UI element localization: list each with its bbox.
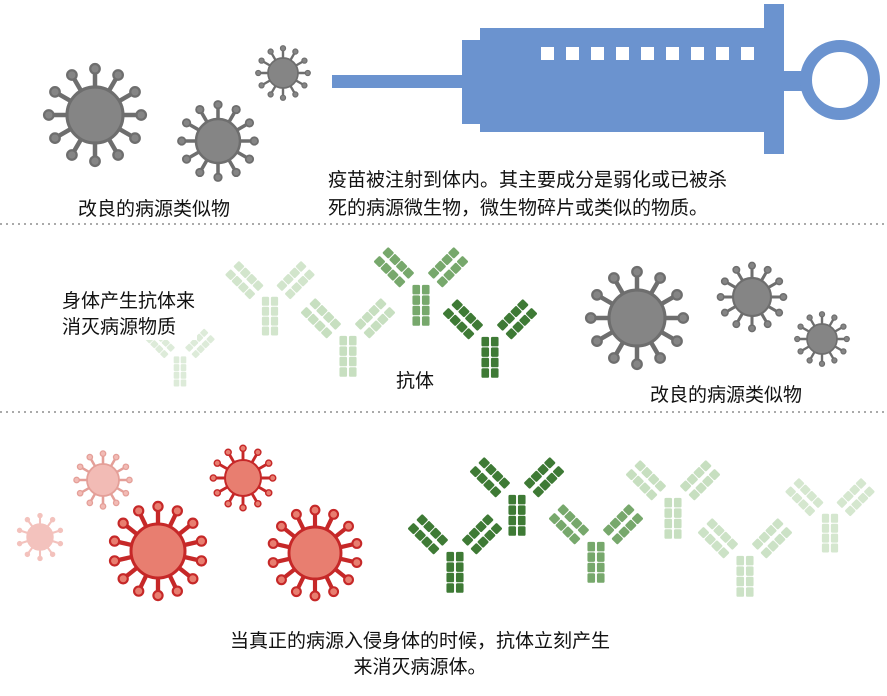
syringe-icon	[332, 4, 880, 154]
virus-icon	[16, 512, 64, 562]
virus-icon	[108, 500, 208, 602]
virus-icon	[716, 261, 788, 333]
virus-icon	[267, 504, 363, 602]
antibody-icon	[443, 299, 537, 378]
antibody-icon	[785, 478, 875, 553]
antibody-icon	[408, 514, 502, 593]
antibody-icon	[626, 460, 720, 539]
antibody-label: 抗体	[396, 370, 435, 392]
virus-icon	[42, 62, 148, 168]
attenuated-pathogen-label-mid: 改良的病源类似物	[650, 384, 803, 406]
virus-icon	[584, 265, 690, 371]
virus-icon	[177, 100, 259, 182]
antibody-icon	[549, 504, 643, 583]
virus-icon	[794, 311, 850, 367]
attenuated-pathogen-label-top: 改良的病源类似物	[78, 198, 231, 220]
antibody-icon	[225, 261, 315, 336]
antibody-icon	[301, 298, 395, 377]
antibody-production-label: 身体产生抗体来 消灭病源物质	[60, 288, 198, 340]
infection-caption: 当真正的病源入侵身体的时候，抗体立刻产生 来消灭病源体。	[230, 630, 611, 678]
virus-icon	[255, 45, 311, 101]
syringe-caption: 疫苗被注射到体内。其主要成分是弱化或已被杀 死的病源微生物，微生物碎片或类似的物…	[328, 169, 728, 219]
antibody-icon	[698, 518, 792, 597]
antibody-icon	[470, 457, 564, 536]
virus-icon	[73, 450, 133, 510]
virus-icon	[209, 444, 277, 512]
antibody-icon	[374, 247, 468, 326]
